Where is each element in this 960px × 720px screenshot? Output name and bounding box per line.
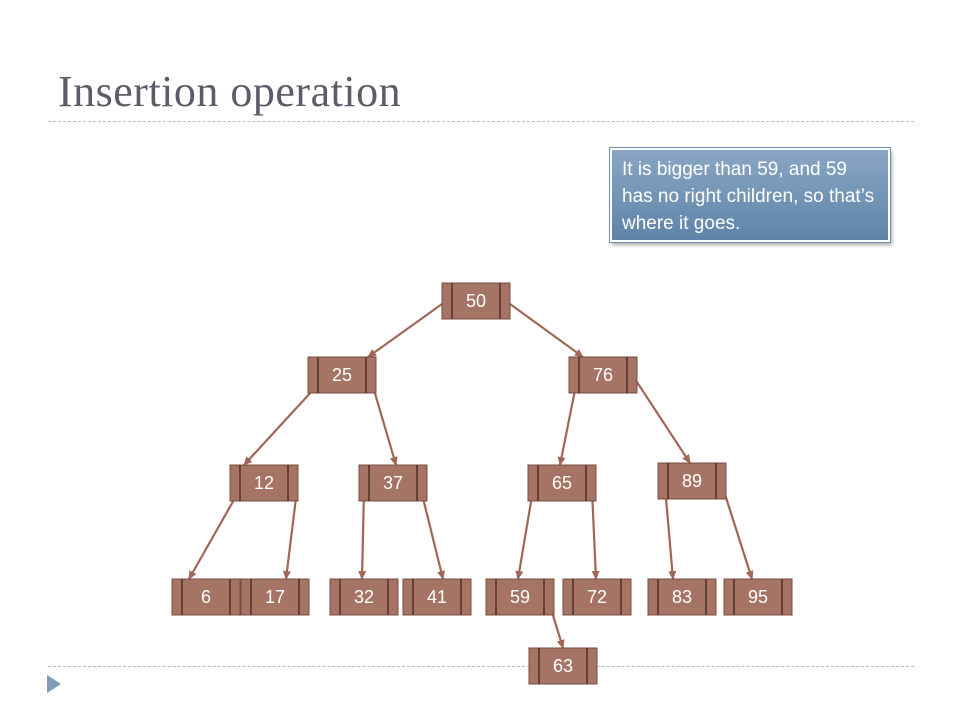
tree-node-63: 63 [528, 647, 598, 685]
edge-76-89 [632, 375, 691, 464]
node-label: 37 [383, 473, 403, 493]
tree-node-41: 41 [402, 578, 472, 616]
edge-12-17 [283, 497, 298, 580]
tree-node-59: 59 [485, 578, 555, 616]
node-box [229, 464, 299, 502]
bullet-triangle-icon [47, 675, 61, 693]
node-label: 76 [593, 365, 613, 385]
node-box [657, 462, 727, 500]
node-box [358, 464, 428, 502]
node-label: 50 [466, 291, 486, 311]
tree-node-76: 76 [568, 356, 638, 394]
node-label: 32 [354, 587, 374, 607]
title-divider [48, 121, 914, 122]
edge-25-12 [243, 389, 314, 466]
node-box [307, 356, 377, 394]
tree-node-37: 37 [358, 464, 428, 502]
edge-89-95 [720, 484, 754, 580]
tree-node-72: 72 [562, 578, 632, 616]
node-label: 41 [427, 587, 447, 607]
edge-12-6 [188, 497, 236, 580]
tree-node-50: 50 [441, 282, 511, 320]
footer-divider [48, 666, 914, 667]
node-label: 25 [332, 365, 352, 385]
edge-37-32 [358, 489, 367, 580]
node-label: 59 [510, 587, 530, 607]
node-box [240, 578, 310, 616]
edge-37-41 [419, 489, 445, 580]
tree-node-89: 89 [657, 462, 727, 500]
node-label: 65 [552, 473, 572, 493]
node-label: 95 [748, 587, 768, 607]
node-label: 72 [587, 587, 607, 607]
edge-65-72 [590, 489, 600, 580]
tree-node-83: 83 [647, 578, 717, 616]
node-box [171, 578, 241, 616]
node-box [568, 356, 638, 394]
tree-node-12: 12 [229, 464, 299, 502]
edge-50-25 [367, 303, 443, 358]
node-box [329, 578, 399, 616]
node-box [527, 464, 597, 502]
node-label: 83 [672, 587, 692, 607]
slide-title: Insertion operation [58, 67, 402, 116]
node-label: 89 [682, 471, 702, 491]
node-label: 12 [254, 473, 274, 493]
edge-59-63 [550, 611, 565, 649]
node-box [723, 578, 793, 616]
node-box [528, 647, 598, 685]
edge-25-37 [372, 389, 398, 466]
tree-node-6: 6 [171, 578, 241, 616]
node-label: 17 [265, 587, 285, 607]
edge-76-65 [557, 389, 577, 466]
tree-node-32: 32 [329, 578, 399, 616]
tree-node-95: 95 [723, 578, 793, 616]
callout-box: It is bigger than 59, and 59 has no righ… [609, 147, 891, 243]
edge-89-83 [664, 497, 677, 580]
tree-node-25: 25 [307, 356, 377, 394]
node-box [485, 578, 555, 616]
edge-65-59 [515, 489, 535, 580]
tree-node-17: 17 [240, 578, 310, 616]
node-label: 6 [201, 587, 211, 607]
node-label: 63 [553, 656, 573, 676]
node-box [402, 578, 472, 616]
node-box [441, 282, 511, 320]
edge-50-76 [509, 303, 584, 358]
node-box [562, 578, 632, 616]
tree-node-65: 65 [527, 464, 597, 502]
node-box [647, 578, 717, 616]
